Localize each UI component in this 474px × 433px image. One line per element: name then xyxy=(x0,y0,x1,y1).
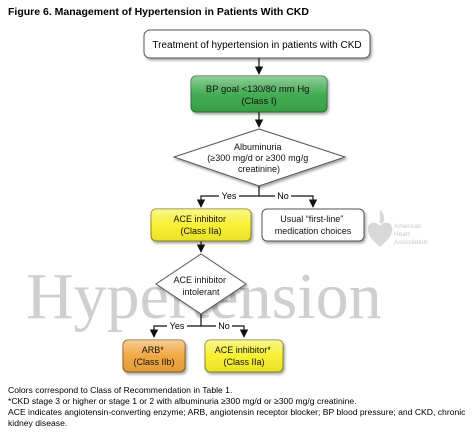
node-ace-intolerant xyxy=(155,253,247,315)
node-ace-inhibitor-star-line-1: ACE inhibitor* xyxy=(215,345,272,355)
edge-label-no-1: No xyxy=(277,191,289,201)
svg-text:ACE inhibitor intolerant: ACE inhibitor intolerant xyxy=(173,275,228,297)
footnote-colors: Colors correspond to Class of Recommenda… xyxy=(8,385,233,395)
node-ace-intolerant-line-2: intolerant xyxy=(182,287,220,297)
node-bp-goal-line-1: BP goal <130/80 mm Hg xyxy=(206,84,310,95)
svg-text:Usual “first-line” medicat: Usual “first-line” medication choices xyxy=(275,214,352,236)
aha-logo-line-3: Association. xyxy=(394,239,429,246)
node-ace-intolerant-line-1: ACE inhibitor xyxy=(173,275,226,285)
aha-logo: American Heart Association. xyxy=(367,210,429,247)
arrow-intolerant-no xyxy=(201,325,249,338)
node-albuminuria-line-1: Albuminuria xyxy=(234,142,282,152)
node-usual-first-line xyxy=(261,208,365,242)
node-bp-goal-line-2: (Class I) xyxy=(241,96,276,107)
edge-label-no-2: No xyxy=(218,321,230,331)
node-ace-inhibitor-line-1: ACE inhibitor xyxy=(173,214,226,224)
footnote-ckd-stage: *CKD stage 3 or higher or stage 1 or 2 w… xyxy=(8,396,357,406)
node-ace-inhibitor-line-2: (Class IIa) xyxy=(180,226,221,236)
node-bp-goal xyxy=(190,75,328,113)
node-albuminuria-line-2: (≥300 mg/d or ≥300 mg/g xyxy=(207,153,308,163)
node-albuminuria xyxy=(172,128,347,187)
svg-text:ARB* (Class IIb): ARB* (Class IIb) xyxy=(133,345,174,367)
svg-text:BP goal <130/80 mm Hg (Cla: BP goal <130/80 mm Hg (Class I) xyxy=(206,84,312,107)
node-usual-first-line-line-2: medication choices xyxy=(275,226,352,236)
aha-logo-line-2: Heart xyxy=(394,231,410,238)
node-ace-inhibitor-star-line-2: (Class IIa) xyxy=(223,357,264,367)
node-ace-inhibitor-star xyxy=(204,339,284,373)
figure-title: Figure 6. Management of Hypertension in … xyxy=(8,6,309,18)
node-albuminuria-line-3: creatinine) xyxy=(238,164,280,174)
aha-logo-line-1: American xyxy=(394,223,422,230)
edge-label-yes-1: Yes xyxy=(222,191,237,201)
svg-text:ACE inhibitor (Class IIa): ACE inhibitor (Class IIa) xyxy=(173,214,228,236)
heart-torch-icon xyxy=(367,222,393,247)
node-start xyxy=(143,29,371,59)
node-arb-line-1: ARB* xyxy=(142,345,165,355)
node-arb xyxy=(122,339,186,373)
svg-text:ACE inhibitor* (Class IIa): ACE inhibitor* (Class IIa) xyxy=(215,345,274,367)
node-ace-inhibitor xyxy=(150,208,252,242)
footnote-abbreviations-cont: kidney disease. xyxy=(8,418,68,428)
node-start-label: Treatment of hypertension in patients wi… xyxy=(152,40,361,51)
edge-label-yes-2: Yes xyxy=(170,321,185,331)
footnote-abbreviations: ACE indicates angiotensin-converting enz… xyxy=(8,407,466,417)
svg-text:Albuminuria (≥300 mg/d or: Albuminuria (≥300 mg/d or ≥300 mg/g crea… xyxy=(207,142,310,174)
flowchart: Hypertension American Heart Association.… xyxy=(26,29,429,373)
node-usual-first-line-line-1: Usual “first-line” xyxy=(280,214,343,224)
node-arb-line-2: (Class IIb) xyxy=(133,357,174,367)
